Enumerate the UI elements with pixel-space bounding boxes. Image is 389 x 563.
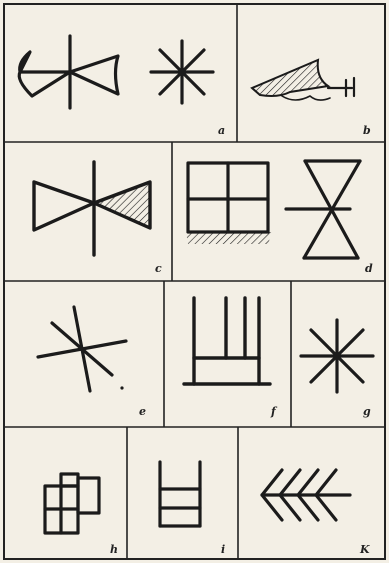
panel-label-k: K — [359, 543, 370, 556]
panel-label-b: b — [363, 124, 371, 137]
hourglass-sign — [286, 161, 360, 258]
panel-a: a — [19, 36, 225, 137]
stacked-boxes-sign — [45, 474, 99, 533]
branch-sign — [262, 470, 350, 520]
panel-f: f — [184, 298, 278, 418]
eight-rayed-star-sign — [151, 41, 213, 103]
panel-label-f: f — [270, 405, 278, 418]
panel-label-d: d — [365, 262, 373, 275]
panel-e: e — [38, 307, 146, 418]
panel-label-h: h — [110, 543, 118, 556]
panel-d: d — [186, 161, 373, 275]
hatched-wedge-sign — [252, 60, 354, 100]
bowtie-hatched-sign — [34, 162, 150, 255]
trident-ladder-sign — [184, 298, 270, 384]
six-rayed-star-sign — [38, 307, 126, 391]
panel-k: K — [262, 470, 370, 556]
panel-label-e: e — [139, 405, 146, 418]
ladder-sign — [160, 462, 200, 526]
panel-i: i — [160, 462, 225, 556]
panel-label-a: a — [218, 124, 225, 137]
panel-g: g — [301, 320, 373, 418]
panel-h: h — [45, 474, 118, 556]
panel-label-g: g — [363, 405, 371, 418]
panel-c: c — [34, 162, 162, 275]
eight-rayed-star-sign-g — [301, 320, 373, 392]
panel-b: b — [252, 60, 371, 137]
panel-label-c: c — [155, 262, 162, 275]
bowtie-sign — [19, 36, 118, 108]
four-square-grid-sign — [186, 163, 272, 244]
panel-label-i: i — [221, 543, 225, 556]
